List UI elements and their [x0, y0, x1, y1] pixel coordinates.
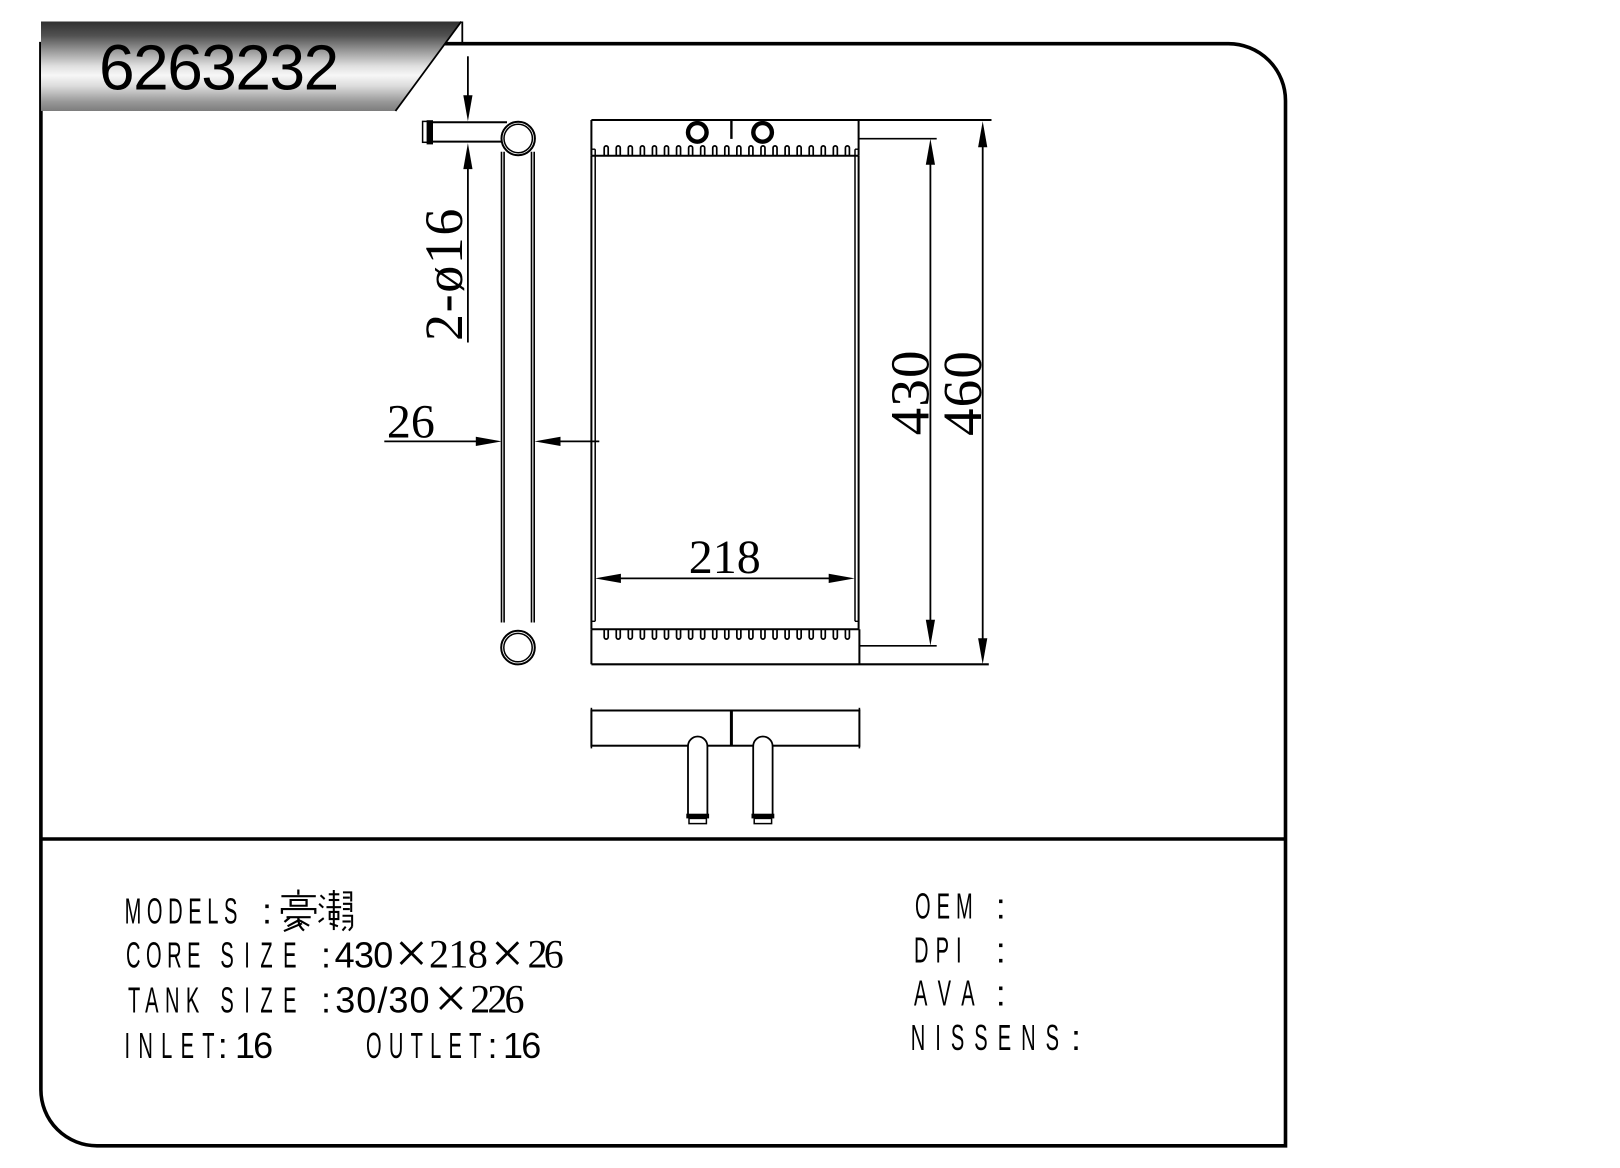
- svg-text::: :: [218, 1025, 228, 1066]
- svg-text:OUTLET: OUTLET: [366, 1026, 489, 1067]
- svg-text::: :: [321, 935, 331, 976]
- svg-text:430: 430: [880, 349, 941, 435]
- svg-text:16: 16: [503, 1025, 540, 1066]
- svg-text::: :: [996, 973, 1006, 1014]
- svg-text::: :: [1071, 1017, 1081, 1058]
- svg-text:SIZE: SIZE: [220, 980, 307, 1021]
- svg-text:OEM: OEM: [915, 886, 979, 927]
- svg-text:218: 218: [689, 531, 761, 584]
- svg-text:×: ×: [435, 965, 468, 1030]
- svg-text:226: 226: [470, 977, 523, 1022]
- svg-text:218: 218: [429, 932, 487, 977]
- svg-text:26: 26: [528, 932, 563, 977]
- svg-text:430: 430: [335, 935, 393, 976]
- svg-text:6263232: 6263232: [99, 32, 338, 104]
- svg-text:26: 26: [387, 396, 435, 449]
- svg-text:MODELS: MODELS: [125, 891, 243, 932]
- svg-text:CORE: CORE: [126, 935, 206, 976]
- svg-text:×: ×: [395, 920, 428, 985]
- svg-text:460: 460: [932, 350, 993, 436]
- svg-text::: :: [488, 1025, 498, 1066]
- svg-text:SIZE: SIZE: [220, 935, 307, 976]
- svg-text::: :: [321, 980, 331, 1021]
- svg-text::: :: [996, 886, 1006, 927]
- svg-text::: :: [262, 890, 272, 931]
- svg-text:30/30: 30/30: [335, 980, 430, 1021]
- svg-text:DPI: DPI: [914, 930, 969, 971]
- svg-text:AVA: AVA: [914, 973, 986, 1014]
- svg-text:×: ×: [491, 920, 524, 985]
- svg-text:16: 16: [235, 1025, 272, 1066]
- svg-text:INLET: INLET: [125, 1026, 223, 1067]
- svg-text::: :: [996, 929, 1006, 970]
- svg-text:2-ø16: 2-ø16: [414, 207, 474, 341]
- svg-text:NISSENS: NISSENS: [911, 1018, 1069, 1059]
- svg-text:TANK: TANK: [128, 980, 206, 1021]
